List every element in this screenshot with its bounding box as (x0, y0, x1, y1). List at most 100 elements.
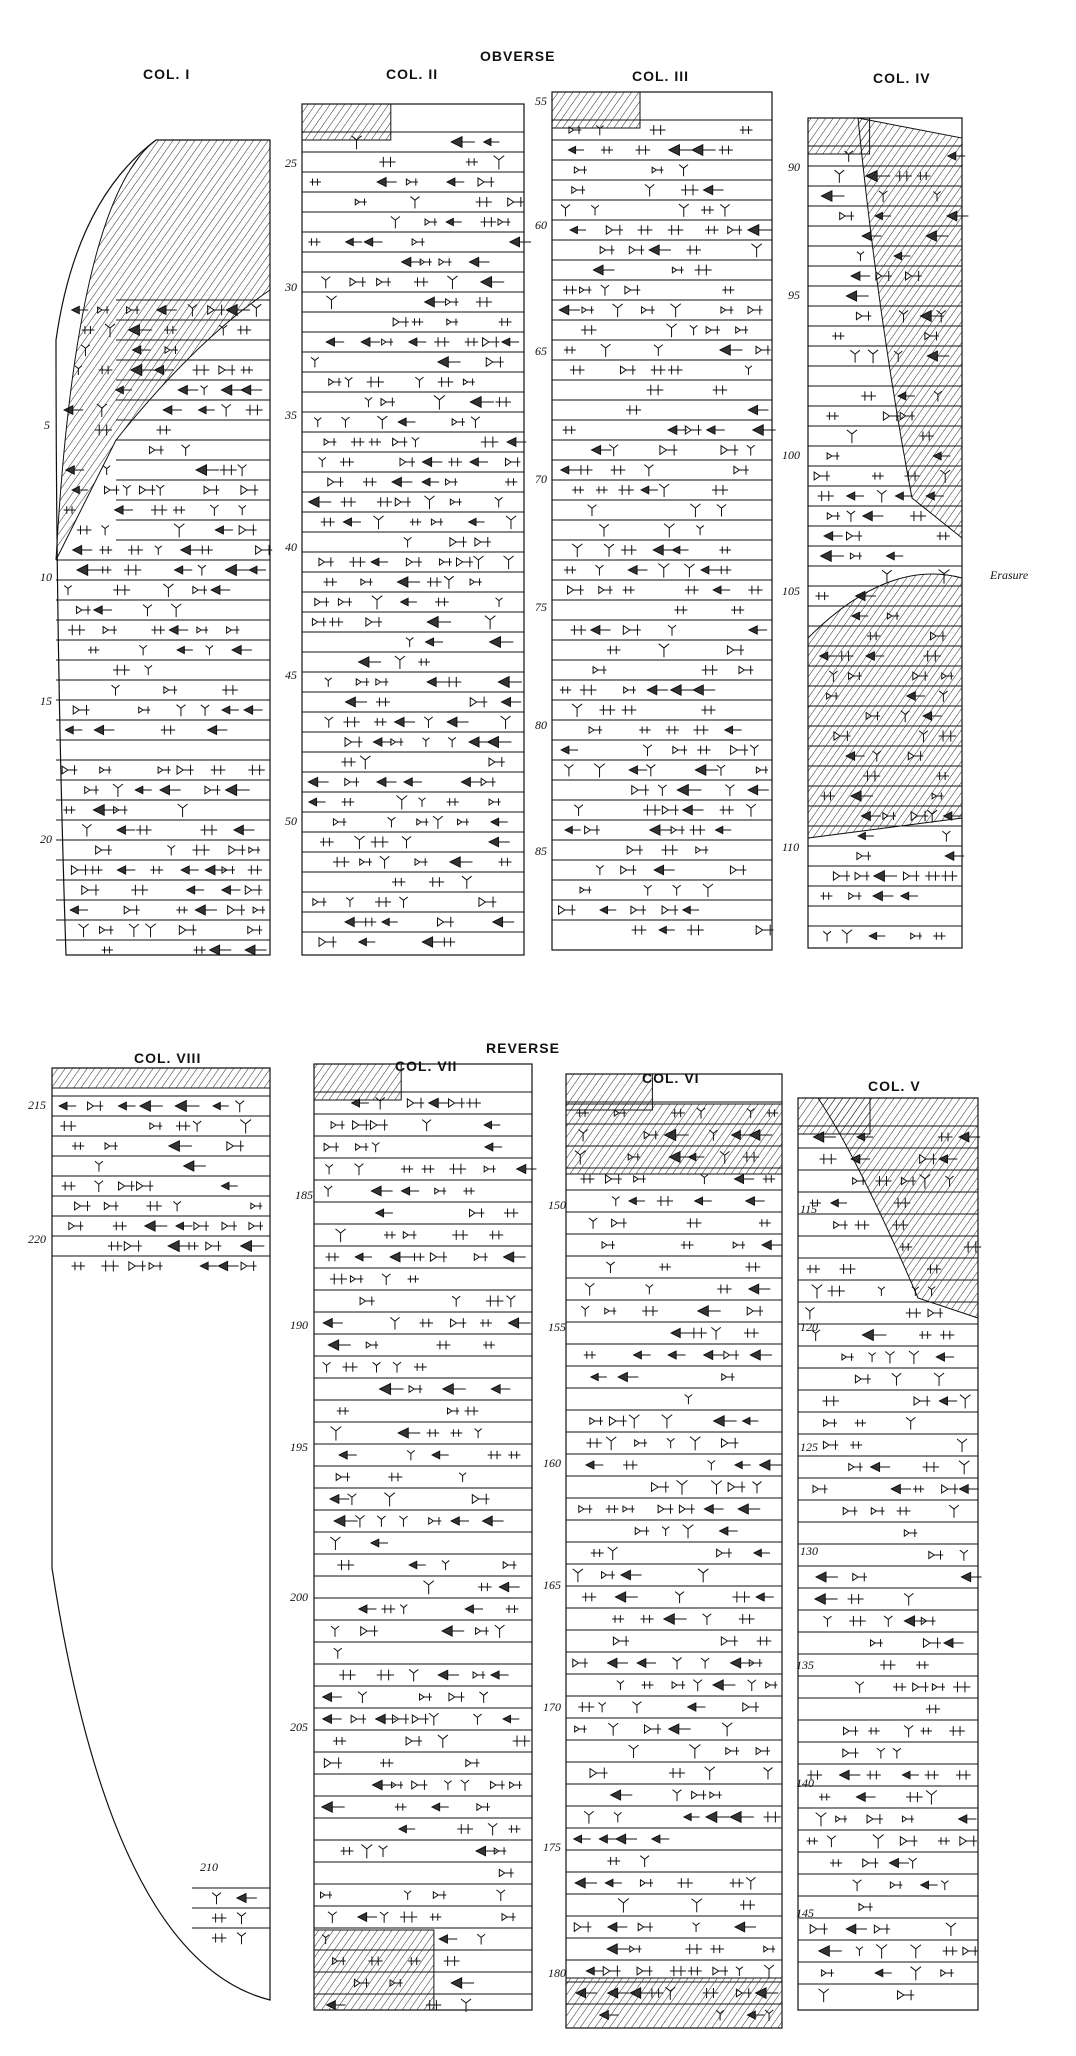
cuneiform-sign (343, 716, 360, 728)
wedge-mark (620, 365, 636, 375)
cuneiform-sign (357, 1604, 377, 1614)
wedge-mark (640, 485, 658, 495)
cuneiform-sign (598, 1702, 607, 1713)
cuneiform-sign (419, 1318, 433, 1328)
wedge-mark (389, 1978, 403, 1988)
wedge-mark (99, 546, 113, 554)
wedge-mark (450, 1516, 470, 1526)
cuneiform-sign (430, 518, 443, 526)
cuneiform-sign (928, 1550, 944, 1560)
cuneiform-sign (212, 1933, 227, 1943)
cuneiform-sign (571, 543, 583, 558)
wedge-mark (700, 1174, 709, 1185)
cuneiform-sign (835, 1815, 848, 1823)
line-number: 20 (40, 832, 52, 846)
wedge-mark (755, 1592, 774, 1602)
wedge-mark (584, 1282, 595, 1296)
cuneiform-sign (170, 603, 182, 618)
cuneiform-sign (893, 251, 911, 261)
cuneiform-sign (618, 485, 634, 495)
cuneiform-sign (574, 1987, 597, 1999)
line-number: 90 (788, 160, 800, 174)
wedge-mark (94, 424, 112, 436)
wedge-mark (323, 1185, 333, 1197)
cuneiform-sign (868, 1727, 880, 1735)
wedge-mark (644, 1723, 662, 1735)
wedge-mark (506, 1295, 516, 1308)
cuneiform-sign (322, 1317, 343, 1329)
wedge-mark (747, 1283, 771, 1295)
wedge-mark (694, 264, 712, 276)
cuneiform-sign (368, 1956, 383, 1966)
cuneiform-sign (742, 1701, 760, 1713)
cuneiform-sign (935, 1352, 955, 1362)
wedge-mark (643, 884, 653, 896)
wedge-mark (716, 764, 726, 776)
cuneiform-sign (323, 1142, 339, 1152)
wedge-mark (641, 305, 655, 315)
cuneiform-sign (734, 1460, 751, 1470)
wedge-mark (621, 705, 637, 715)
wedge-mark (465, 158, 478, 166)
cuneiform-sign (318, 457, 327, 468)
cuneiform-sign (489, 1230, 504, 1240)
wedge-mark (919, 1331, 932, 1339)
wedge-mark (613, 1812, 622, 1823)
cuneiform-sign (805, 1307, 815, 1320)
cuneiform-sign (763, 1964, 775, 1978)
cuneiform-sign (146, 1201, 162, 1211)
cuneiform-sign (333, 1514, 358, 1528)
cuneiform-sign (691, 1898, 703, 1913)
cuneiform-sign (830, 1859, 843, 1867)
wedge-mark (164, 345, 178, 355)
wedge-mark (669, 1965, 687, 1977)
cuneiform-sign (895, 170, 912, 182)
wedge-mark (741, 1416, 759, 1426)
wedge-mark (839, 211, 855, 221)
cuneiform-sign (822, 930, 832, 942)
cuneiform-sign (809, 1923, 828, 1935)
wedge-mark (650, 1834, 670, 1844)
wedge-mark (423, 296, 446, 308)
cuneiform-sign (387, 816, 396, 828)
cuneiform-sign (933, 390, 943, 402)
wedge-mark (826, 451, 840, 461)
wedge-mark (101, 1260, 119, 1272)
wedge-mark (653, 864, 675, 876)
cuneiform-sign (357, 656, 382, 668)
cuneiform-sign (621, 705, 637, 715)
cuneiform-sign (204, 785, 221, 795)
wedge-mark (214, 525, 233, 535)
wedge-mark (248, 565, 267, 575)
wedge-mark (497, 675, 522, 689)
cuneiform-sign (866, 1814, 883, 1824)
cuneiform-sign (393, 716, 416, 728)
wedge-mark (922, 711, 942, 721)
wedge-mark (856, 1132, 874, 1142)
wedge-mark (763, 1811, 781, 1823)
cuneiform-sign (896, 1506, 911, 1516)
cuneiform-sign (89, 865, 103, 875)
cuneiform-sign (702, 1988, 719, 1998)
cuneiform-sign (633, 1175, 646, 1183)
cuneiform-sign (612, 1636, 630, 1646)
line-number: 200 (290, 1590, 308, 1604)
wedge-mark (240, 366, 253, 374)
wedge-mark (758, 1459, 783, 1471)
cuneiform-sign (589, 1372, 607, 1382)
wedge-mark (693, 725, 709, 735)
wedge-mark (206, 724, 228, 736)
cuneiform-sign (219, 464, 237, 476)
cuneiform-sign (666, 424, 688, 436)
wedge-mark (734, 1460, 751, 1470)
wedge-mark (886, 612, 900, 620)
wedge-mark (936, 772, 950, 780)
cuneiform-sign (822, 1395, 839, 1407)
wedge-mark (418, 658, 430, 666)
cuneiform-sign (495, 597, 503, 607)
wedge-mark (475, 196, 492, 208)
cuneiform-sign (958, 1131, 981, 1143)
wedge-mark (639, 1878, 654, 1888)
cuneiform-sign (657, 1504, 674, 1514)
